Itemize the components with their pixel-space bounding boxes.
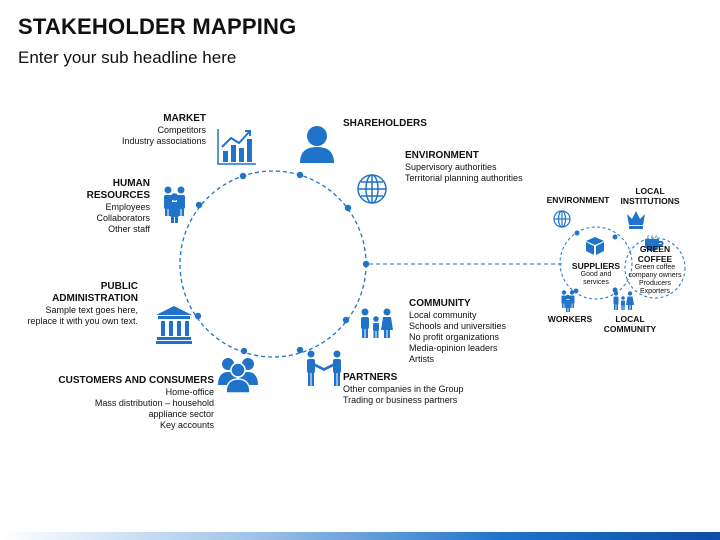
human-resources-body: Employees Collaborators Other staff xyxy=(96,202,150,234)
community-body: Local community Schools and universities… xyxy=(409,310,507,364)
crown-icon xyxy=(627,211,645,229)
main-circle xyxy=(179,170,367,358)
growth-chart-icon xyxy=(217,129,256,165)
mini-family-icon xyxy=(613,291,634,310)
mini-workers-icon xyxy=(561,290,575,312)
dot-community xyxy=(342,316,350,324)
customers-title: CUSTOMERS AND CONSUMERS xyxy=(58,375,214,386)
mini-workers-label: WORKERS xyxy=(547,314,593,324)
market-title: MARKET xyxy=(163,113,206,124)
mini-environment-label: ENVIRONMENT xyxy=(546,195,610,205)
dot-partners xyxy=(296,346,304,354)
box-icon xyxy=(586,237,604,255)
dot-customers xyxy=(240,347,248,355)
partners-title: PARTNERS xyxy=(343,372,398,383)
customers-label: CUSTOMERS AND CONSUMERS Home-office Mass… xyxy=(40,375,214,431)
human-resources-title: HUMAN RESOURCES xyxy=(86,178,150,201)
partners-body: Other companies in the Group Trading or … xyxy=(343,384,464,405)
environment-body: Supervisory authorities Territorial plan… xyxy=(405,162,523,183)
handshake-icon xyxy=(307,350,341,386)
circle-dots xyxy=(194,171,370,355)
community-title: COMMUNITY xyxy=(409,298,471,309)
market-body: Competitors Industry associations xyxy=(121,125,206,146)
environment-label: ENVIRONMENT Supervisory authorities Terr… xyxy=(405,150,523,184)
people-group-icon xyxy=(164,186,185,223)
mini-local-community-label: LOCAL COMMUNITY xyxy=(603,314,657,334)
mini-suppliers-circle xyxy=(559,226,633,300)
shareholders-label: SHAREHOLDERS xyxy=(343,118,427,130)
globe-icon xyxy=(357,174,387,204)
dot-public-admin xyxy=(194,312,202,320)
family-icon xyxy=(361,308,393,338)
dot-environment xyxy=(344,204,352,212)
dot-shareholders xyxy=(296,171,304,179)
human-resources-label: HUMAN RESOURCES Employees Collaborators … xyxy=(60,178,150,235)
environment-title: ENVIRONMENT xyxy=(405,150,479,161)
customers-body: Home-office Mass distribution – househol… xyxy=(94,387,214,430)
mini-local-institutions-label: LOCAL INSTITUTIONS xyxy=(620,186,680,206)
dot-human-resources xyxy=(195,201,203,209)
customers-icon xyxy=(218,358,258,394)
person-icon xyxy=(300,126,334,163)
government-building-icon xyxy=(156,306,192,344)
dot-market xyxy=(239,172,247,180)
public-administration-label: PUBLIC ADMINISTRATION Sample text goes h… xyxy=(10,281,138,327)
market-label: MARKET Competitors Industry associations xyxy=(100,113,206,147)
mini-globe-icon xyxy=(553,210,571,228)
coffee-cup-icon xyxy=(645,234,664,251)
shareholders-title: SHAREHOLDERS xyxy=(343,118,427,129)
public-administration-body: Sample text goes here, replace it with y… xyxy=(27,305,138,326)
mini-coffee-circle xyxy=(624,237,686,299)
footer-bar xyxy=(0,532,720,540)
mini-green-coffee-label: GREEN COFFEE Green coffee company owners… xyxy=(628,244,682,295)
community-label: COMMUNITY Local community Schools and un… xyxy=(409,298,506,365)
mini-suppliers-label: SUPPLIERS Good and services xyxy=(571,261,621,286)
public-administration-title: PUBLIC ADMINISTRATION xyxy=(52,281,138,304)
page-subtitle: Enter your sub headline here xyxy=(18,48,237,67)
partners-label: PARTNERS Other companies in the Group Tr… xyxy=(343,372,464,406)
dot-right xyxy=(362,260,370,268)
page-title: STAKEHOLDER MAPPING xyxy=(18,14,297,39)
